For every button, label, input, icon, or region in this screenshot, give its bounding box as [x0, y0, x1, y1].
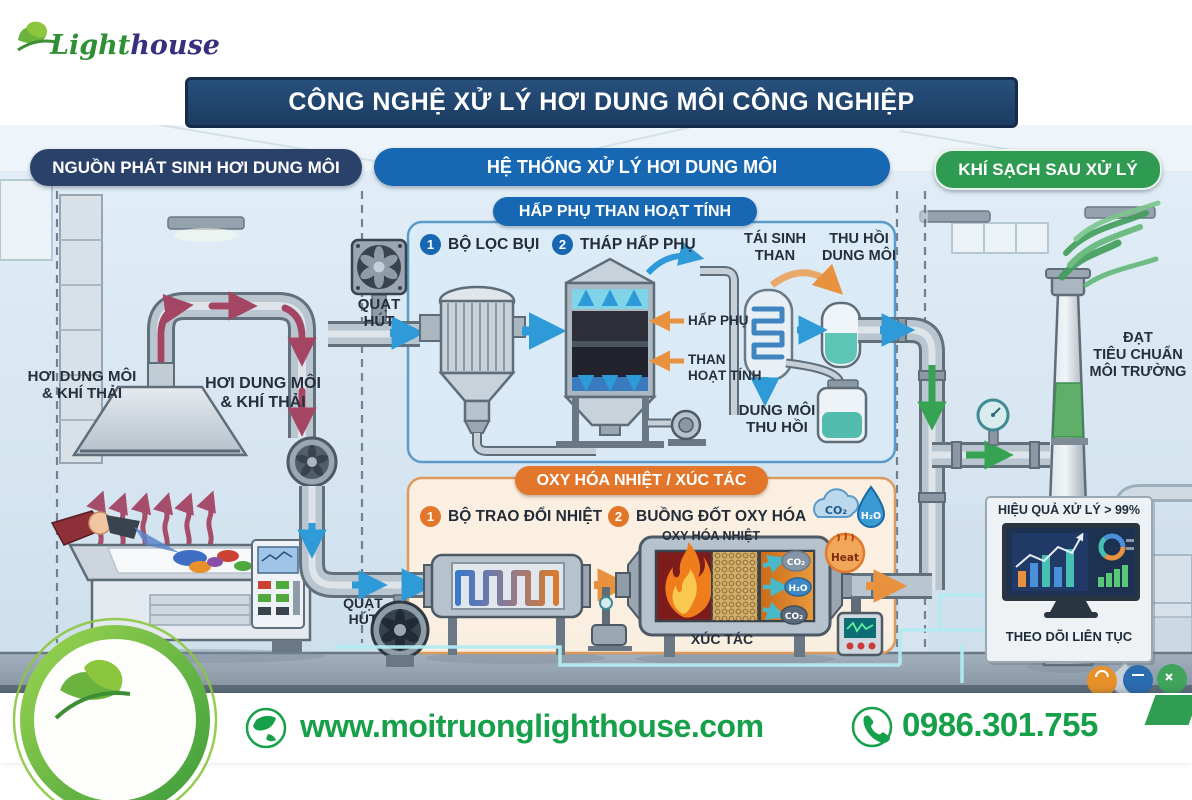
step-badge: 1: [420, 234, 441, 255]
pressure-gauge: [976, 398, 1010, 446]
machine-control-panel: [251, 539, 305, 629]
suction-fan-square-icon: [350, 238, 408, 296]
extraction-hood: [71, 362, 249, 457]
pump-icon: [668, 409, 706, 446]
step-badge: 2: [552, 234, 573, 255]
monitor-screen: [1002, 523, 1140, 618]
phone-icon: [851, 706, 893, 748]
label-adsorb: HẤP PHỤ: [688, 313, 749, 328]
svg-text:Heat: Heat: [831, 552, 859, 564]
label-monitoring: THEO DÕI LIÊN TỤC: [1005, 629, 1133, 644]
output-co2-top: CO₂: [787, 558, 805, 568]
label-carbon: THAN HOẠT TÍNH: [688, 352, 762, 383]
suction-fan-round-icon: [370, 600, 430, 667]
adsorption-step-2: 2 THÁP HẤP PHỤ: [552, 234, 696, 255]
svg-text:H₂O: H₂O: [861, 511, 881, 522]
co2-cloud-icon: CO₂: [813, 488, 859, 518]
adsorption-tower: [556, 257, 664, 448]
lighthouse-logo-big: Lighthouse: [2, 612, 228, 800]
zone-pill-system: HỆ THỐNG XỬ LÝ HƠI DUNG MÔI: [374, 148, 890, 186]
website-link[interactable]: www.moitruonglighthouse.com: [300, 708, 764, 744]
label-ox-sub: OXY HÓA NHIỆT: [662, 529, 760, 543]
step-badge: 1: [420, 506, 441, 527]
zone-pill-source: NGUỒN PHÁT SINH HƠI DUNG MÔI: [30, 149, 362, 186]
spray-hand: [50, 510, 180, 553]
label-vapor-2: HƠI DUNG MÔI & KHÍ THẢI: [205, 375, 321, 411]
blower-fan-icon: [286, 436, 338, 488]
adsorption-section-header: HẤP PHỤ THAN HOẠT TÍNH: [493, 197, 757, 226]
heat-exchanger: [423, 553, 591, 655]
oxidation-step-2: 2 BUỒNG ĐỐT OXY HÓA: [608, 506, 806, 527]
leaf-icon: [54, 659, 131, 720]
label-catalyst: XÚC TÁC: [690, 631, 754, 647]
label-vapor-1: HƠI DUNG MÔI & KHÍ THẢI: [27, 368, 137, 403]
svg-text:CO₂: CO₂: [825, 504, 847, 517]
ceiling-light: [167, 206, 1156, 242]
adsorption-step-1: 1 BỘ LỌC BỤI: [420, 234, 539, 255]
label-fan-bottom: QUẠT HÚT: [343, 595, 383, 628]
output-co2-bottom: CO₂: [785, 612, 803, 622]
page-title: CÔNG NGHỆ XỬ LÝ HƠI DUNG MÔI CÔNG NGHIỆP: [288, 88, 915, 116]
h2o-droplet-icon: H₂O: [856, 485, 886, 528]
label-regen: TÁI SINH THAN: [743, 231, 807, 264]
oxidation-step-1: 1 BỘ TRAO ĐỔI NHIỆT: [420, 506, 602, 527]
recovery-vessel: [820, 301, 862, 369]
step-badge: 2: [608, 506, 629, 527]
label-solvent: DUNG MÔI THU HỒI: [738, 402, 816, 437]
phone-number[interactable]: 0986.301.755: [902, 706, 1098, 743]
oxidation-section-header: OXY HÓA NHIỆT / XÚC TÁC: [515, 466, 768, 495]
solvent-jar: [816, 379, 868, 444]
globe-icon: [245, 707, 287, 749]
footer-badges: [1087, 661, 1187, 693]
label-recover: THU HỒI DUNG MÔI: [821, 231, 897, 264]
label-fan-top: QUẠT HÚT: [357, 296, 401, 331]
lighthouse-logo-top: Lighthouse: [16, 8, 220, 68]
flame-icon: [665, 542, 713, 618]
small-pump-icon: [588, 624, 632, 651]
label-efficiency: HIỆU QUẢ XỬ LÝ > 99%: [997, 503, 1140, 517]
heat-icon: Heat: [824, 532, 866, 574]
combustion-chamber: CO₂ H₂O CO₂: [615, 535, 857, 657]
emission-waves-icon: [1058, 200, 1161, 288]
logo-house: house: [130, 30, 220, 61]
leaf-icon: [17, 21, 57, 52]
page-title-banner: CÔNG NGHỆ XỬ LÝ HƠI DUNG MÔI CÔNG NGHIỆP: [185, 77, 1018, 128]
output-h2o: H₂O: [788, 584, 807, 594]
label-standard: ĐẠT TIÊU CHUẨN MÔI TRƯỜNG: [1089, 330, 1187, 380]
zone-pill-clean: KHÍ SẠCH SAU XỬ LÝ: [934, 149, 1162, 190]
logo-light: Light: [50, 30, 131, 61]
waveform-device: [836, 611, 884, 657]
